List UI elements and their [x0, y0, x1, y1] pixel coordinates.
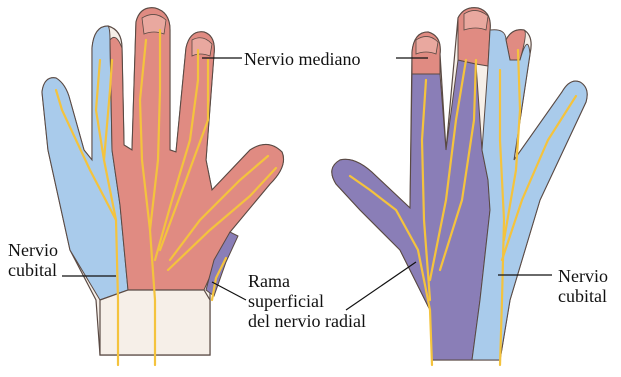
label-line: del nervio radial	[248, 311, 366, 331]
label-line: Nervio	[558, 266, 608, 286]
label-nervio-cubital-right: Nervio cubital	[558, 266, 608, 306]
right-ulnar-region	[472, 30, 587, 360]
leader-rama-left	[212, 282, 246, 300]
right-hand	[332, 8, 587, 365]
label-line: superficial	[248, 291, 366, 311]
label-rama-superficial: Rama superficial del nervio radial	[248, 271, 366, 331]
label-line: Rama	[248, 271, 366, 291]
label-line: cubital	[558, 286, 608, 306]
label-line: Nervio	[8, 240, 58, 260]
label-nervio-mediano-text: Nervio mediano	[244, 49, 360, 69]
label-nervio-mediano: Nervio mediano	[244, 49, 360, 69]
label-nervio-cubital-left: Nervio cubital	[8, 240, 58, 280]
label-line: cubital	[8, 260, 58, 280]
